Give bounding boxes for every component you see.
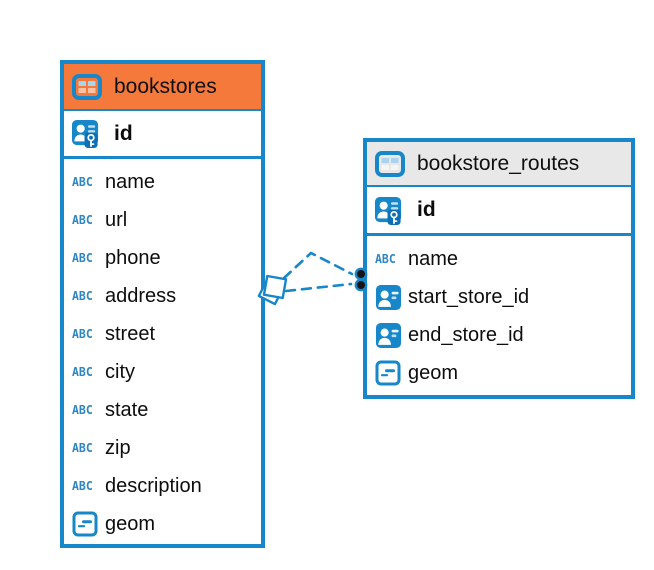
foreign-key-person-icon bbox=[375, 322, 408, 349]
column-name: zip bbox=[105, 436, 131, 459]
column-name: name bbox=[408, 247, 459, 270]
table-icon bbox=[375, 150, 408, 177]
relationship-link-start-store[interactable] bbox=[282, 251, 354, 280]
table-title: bookstores bbox=[114, 74, 217, 98]
column-row-city[interactable]: ABC city bbox=[64, 353, 261, 391]
text-type-icon: ABC bbox=[375, 251, 396, 267]
foreign-key-person-icon bbox=[375, 284, 408, 311]
column-row-address[interactable]: ABC address bbox=[64, 277, 261, 315]
text-type-icon: ABC bbox=[72, 174, 93, 190]
text-type-icon: ABC bbox=[72, 364, 93, 380]
text-type-icon: ABC bbox=[72, 478, 93, 494]
table-title: bookstore_routes bbox=[417, 151, 580, 175]
pk-row-routes-id[interactable]: id bbox=[367, 187, 631, 236]
column-row-name[interactable]: ABC name bbox=[367, 240, 631, 278]
column-row-end-store-id[interactable]: end_store_id bbox=[367, 316, 631, 354]
column-row-state[interactable]: ABC state bbox=[64, 391, 261, 429]
text-type-icon: ABC bbox=[72, 250, 93, 266]
table-card-bookstore-routes[interactable]: bookstore_routes id ABC bbox=[363, 138, 635, 399]
text-type-icon: ABC bbox=[72, 440, 93, 456]
column-name: city bbox=[105, 360, 135, 383]
primary-key-icon bbox=[71, 118, 104, 149]
column-row-phone[interactable]: ABC phone bbox=[64, 239, 261, 277]
column-row-description[interactable]: ABC description bbox=[64, 467, 261, 505]
column-name: end_store_id bbox=[408, 323, 524, 346]
column-name: start_store_id bbox=[408, 285, 530, 308]
pk-column-name: id bbox=[114, 121, 133, 145]
column-row-zip[interactable]: ABC zip bbox=[64, 429, 261, 467]
column-row-start-store-id[interactable]: start_store_id bbox=[367, 278, 631, 316]
text-type-icon: ABC bbox=[72, 212, 93, 228]
column-name: geom bbox=[408, 361, 459, 384]
column-name: geom bbox=[105, 512, 156, 535]
column-name: address bbox=[105, 284, 177, 307]
column-name: phone bbox=[105, 246, 161, 269]
geometry-type-icon bbox=[72, 511, 105, 537]
relationship-link-end-store[interactable] bbox=[284, 282, 353, 293]
column-name: state bbox=[105, 398, 149, 421]
text-type-icon: ABC bbox=[72, 326, 93, 342]
column-name: url bbox=[105, 208, 128, 231]
column-name: street bbox=[105, 322, 156, 345]
table-body-bookstore-routes: ABC name start_store_id bbox=[367, 236, 631, 392]
column-row-street[interactable]: ABC street bbox=[64, 315, 261, 353]
column-name: name bbox=[105, 170, 156, 193]
table-body-bookstores: ABC name ABC url ABC phone ABC address A… bbox=[64, 159, 261, 543]
column-row-geom[interactable]: geom bbox=[367, 354, 631, 392]
text-type-icon: ABC bbox=[72, 402, 93, 418]
table-header-bookstore-routes[interactable]: bookstore_routes bbox=[367, 142, 631, 187]
table-card-bookstores[interactable]: bookstores id ABC bbox=[60, 60, 265, 548]
geometry-type-icon bbox=[375, 360, 408, 386]
primary-key-icon bbox=[374, 195, 407, 226]
table-icon bbox=[72, 73, 105, 100]
column-row-geom[interactable]: geom bbox=[64, 505, 261, 543]
column-name: description bbox=[105, 474, 202, 497]
pk-column-name: id bbox=[417, 198, 436, 221]
column-row-name[interactable]: ABC name bbox=[64, 163, 261, 201]
text-type-icon: ABC bbox=[72, 288, 93, 304]
table-header-bookstores[interactable]: bookstores bbox=[64, 64, 261, 111]
column-row-url[interactable]: ABC url bbox=[64, 201, 261, 239]
pk-row-bookstores-id[interactable]: id bbox=[64, 111, 261, 159]
